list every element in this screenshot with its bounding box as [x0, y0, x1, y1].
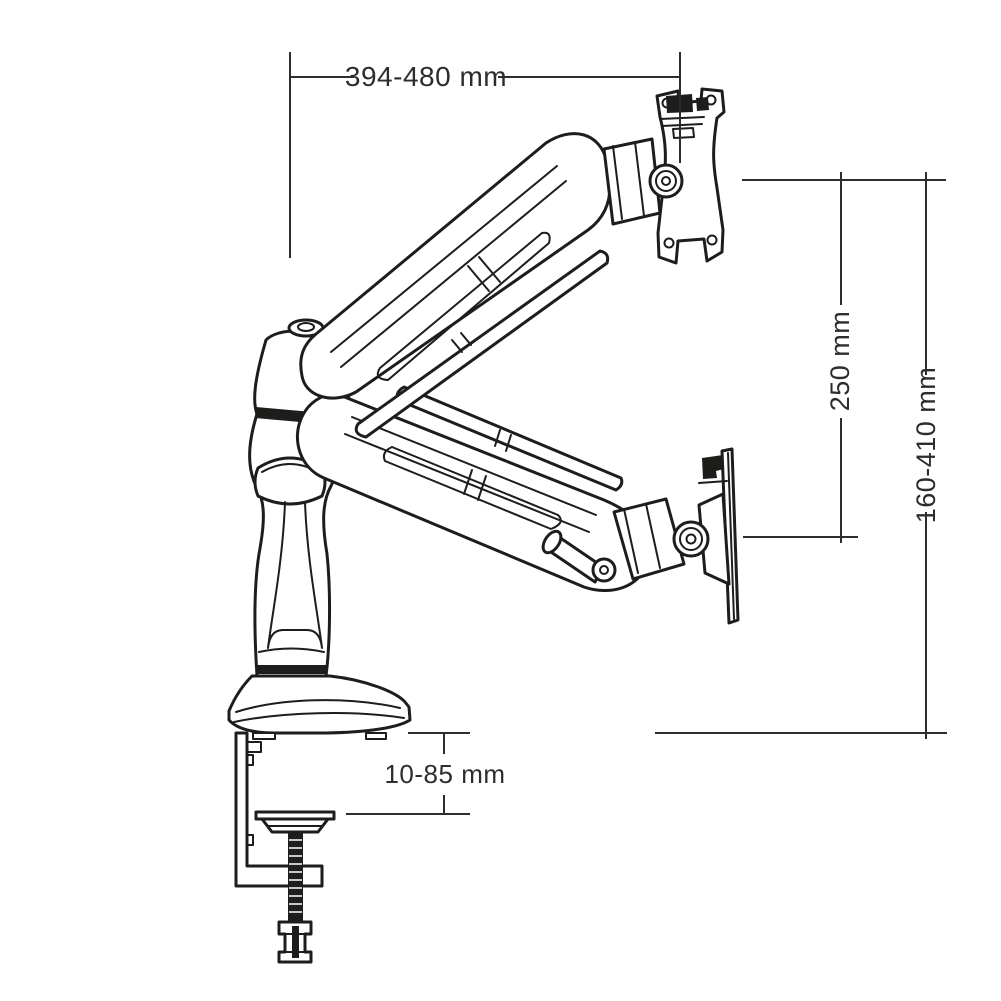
clamp-screw	[277, 831, 313, 964]
upper-vesa-plate	[602, 87, 726, 265]
upper-arm-body	[299, 132, 612, 400]
lower-ball-outer	[672, 520, 710, 558]
lower-blade-line	[727, 452, 735, 620]
c-clamp	[234, 731, 336, 888]
upper-arm-seams	[330, 165, 567, 381]
plate-bolt	[666, 94, 709, 113]
column-collar	[253, 456, 327, 506]
column-cap-screw	[297, 322, 315, 332]
clamp-bracket	[234, 731, 324, 888]
dimension-annotations: 394-480 mm 250 mm 160-410 mm 10-85 mm	[289, 52, 947, 815]
upper-ball-joint	[648, 163, 684, 199]
lower-hinge-lines	[623, 503, 661, 574]
upper-ball-mid	[655, 170, 677, 192]
lower-blade-bolt-line	[698, 480, 728, 484]
dimension-height-range: 160-410 mm	[655, 172, 947, 739]
arm-reach-label: 394-480 mm	[345, 61, 507, 92]
clamp-bracket-details	[246, 741, 262, 846]
screw-threads	[289, 839, 302, 913]
clamp-pad	[254, 810, 336, 821]
dimension-arm-reach: 394-480 mm	[289, 52, 681, 258]
lower-blade-bolt	[702, 455, 724, 479]
upper-ball-outer	[648, 163, 684, 199]
lower-ball-center	[685, 533, 697, 545]
upper-hinge-lines	[612, 141, 645, 220]
upper-ball-center	[661, 176, 671, 186]
base-feet	[252, 732, 387, 740]
base-body	[227, 674, 412, 735]
desk-base	[227, 674, 412, 740]
clamp-thickness-label: 10-85 mm	[384, 759, 505, 789]
plate-hole-bl	[663, 237, 675, 249]
dimension-clamp-thickness: 10-85 mm	[346, 732, 505, 815]
gas-cylinder-cap	[541, 529, 563, 555]
dimension-vertical-travel: 250 mm	[742, 172, 946, 543]
plate-hole-br	[706, 234, 718, 246]
column-stem	[258, 501, 325, 653]
arm-reach-extension-lines	[289, 52, 681, 258]
gas-spring-link	[354, 249, 610, 439]
upper-arm	[299, 132, 612, 439]
arm-end-pin	[591, 557, 617, 583]
upper-arm-rungs	[467, 256, 501, 292]
clamp-dimension-lines	[346, 732, 470, 815]
knob-slot	[292, 926, 299, 958]
lower-arm-rungs	[463, 469, 487, 501]
plate-washers	[659, 116, 705, 139]
vertical-travel-label: 250 mm	[825, 311, 855, 412]
lower-ball-joint	[672, 520, 710, 558]
column-band-bottom	[257, 665, 326, 674]
lower-rod-rungs	[494, 429, 512, 452]
base-sweeps	[233, 699, 405, 723]
screw-shaft	[288, 831, 303, 922]
arm-end-pin-center	[599, 565, 609, 575]
lower-hinge-block	[612, 497, 686, 581]
lower-arm	[296, 385, 651, 592]
lower-ball-mid	[679, 527, 703, 551]
height-range-label: 160-410 mm	[911, 367, 941, 524]
upper-rod-rungs	[451, 332, 472, 353]
lower-vesa-plate	[612, 447, 740, 625]
